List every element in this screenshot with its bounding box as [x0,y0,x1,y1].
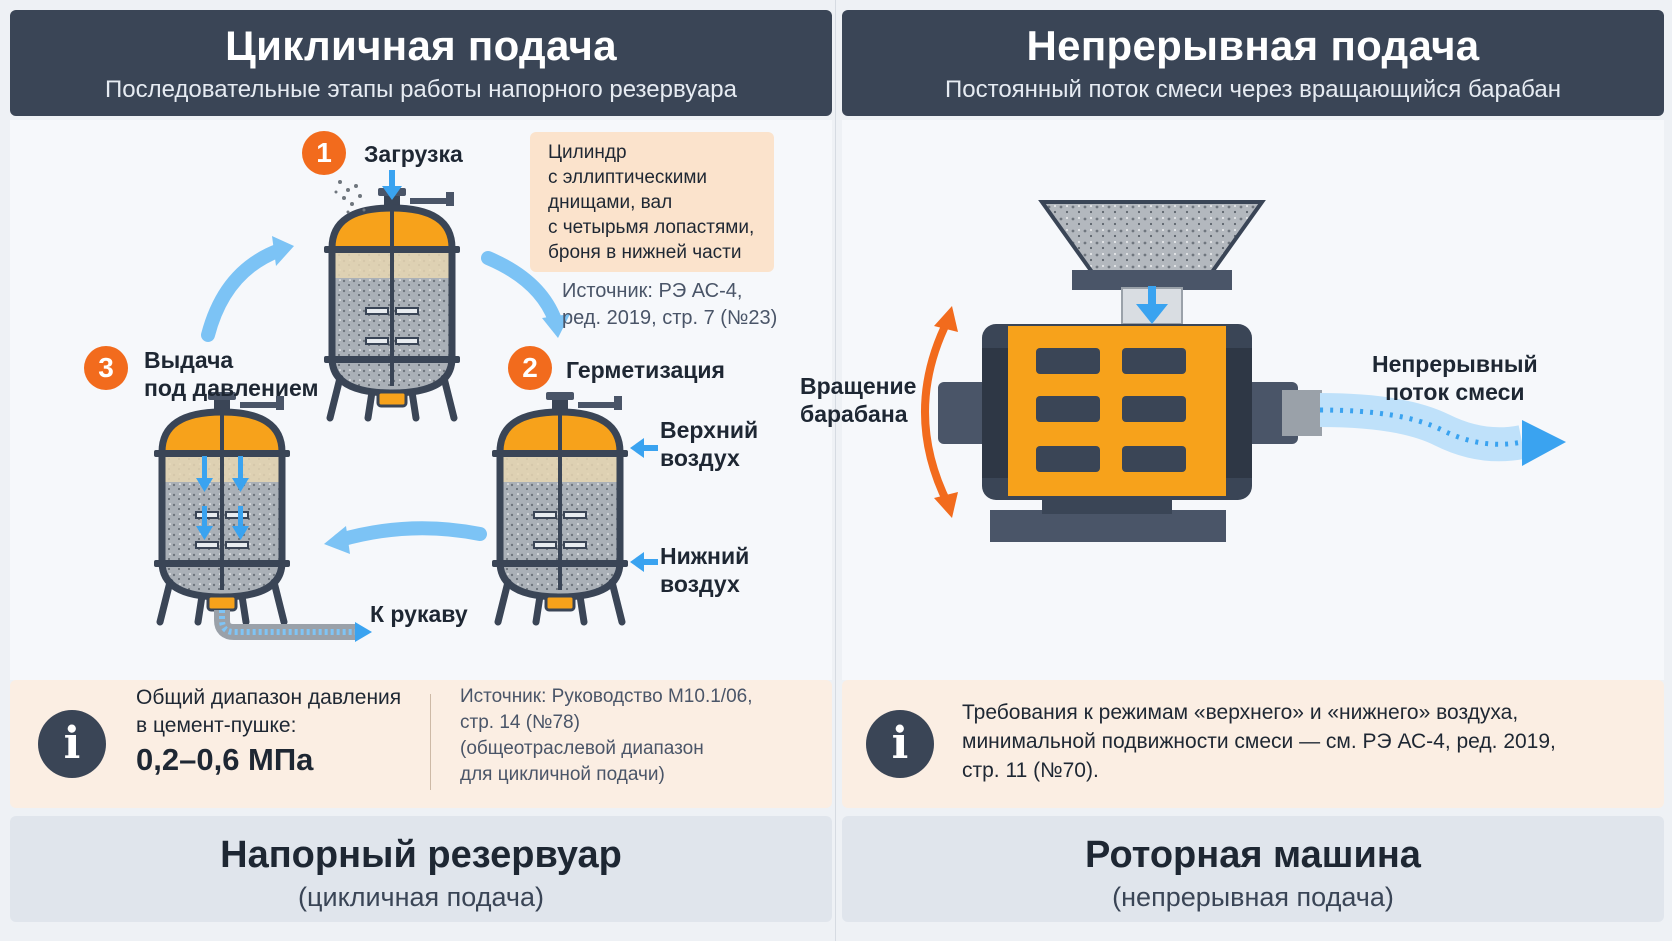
continuous-flow-label: Непрерывный поток смеси [1372,350,1538,406]
rotor-machine-graphics [921,200,1566,542]
continuous-flow-line2: поток смеси [1385,379,1525,405]
air-mode-line2: минимальной подвижности смеси — см. РЭ А… [962,730,1556,753]
continuous-feed-panel: Непрерывная подача Постоянный поток смес… [800,10,1664,922]
step-3-label-line2: под давлением [144,375,319,401]
lower-air-label: Нижний воздух [660,542,749,598]
cyclic-footer: Напорный резервуар (цикличная подача) [10,816,832,922]
air-mode-info-text: Требования к режимам «верхнего» и «нижне… [962,698,1556,785]
pressure-info-text: Общий диапазон давления в цемент-пушке: … [136,684,401,780]
note-line-3: днищами, вал [548,192,673,213]
info-separator [430,694,431,790]
continuous-footer: Роторная машина (непрерывная подача) [842,816,1664,922]
step-2-number: 2 [522,352,538,383]
pressure-info-box: i Общий диапазон давления в цемент-пушке… [10,680,832,808]
cyclic-title: Цикличная подача [225,22,617,69]
note-line-1: Цилиндр [548,142,627,163]
pressure-line2: в цемент-пушке: [136,714,297,737]
cyclic-footer-subtitle: (цикличная подача) [298,882,544,912]
source-1: Источник: РЭ АС-4, ред. 2019, стр. 7 (№2… [562,278,777,332]
continuous-footer-title: Роторная машина [1085,834,1421,876]
air-mode-info-box: i Требования к режимам «верхнего» и «ниж… [842,680,1664,808]
source-1-line1: Источник: РЭ АС-4, [562,280,743,302]
step-1-label: Загрузка [364,141,463,167]
pressure-source-line4: для цикличной подачи) [460,764,665,785]
continuous-subtitle: Постоянный поток смеси через вращающийся… [945,76,1561,103]
continuous-flow-line1: Непрерывный [1372,351,1538,377]
info-icon: i [38,710,106,778]
air-mode-line3: стр. 11 (№70). [962,759,1099,782]
pressure-line1: Общий диапазон давления [136,686,402,709]
drum-rotation-line1: Вращение [800,373,917,399]
tank-design-note: Цилиндр с эллиптическими днищами, вал с … [530,132,774,272]
pressure-value: 0,2–0,6 МПа [136,742,314,777]
upper-air-line1: Верхний [660,417,759,443]
step-3-label-line1: Выдача [144,347,234,373]
step-2-label: Герметизация [566,357,725,383]
cyclic-footer-title: Напорный резервуар [220,834,622,876]
cyclic-feed-panel: Цикличная подача Последовательные этапы … [10,10,832,922]
drum-rotation-line2: барабана [800,401,908,427]
continuous-header: Непрерывная подача Постоянный поток смес… [842,10,1664,116]
step-1-number: 1 [316,137,332,168]
to-hose-label: К рукаву [370,601,468,627]
upper-air-line2: воздух [660,445,740,471]
lower-air-line2: воздух [660,571,740,597]
step-3-label: Выдача под давлением [144,346,319,402]
cyclic-subtitle: Последовательные этапы работы напорного … [105,76,737,103]
pressure-source-line1: Источник: Руководство М10.1/06, [460,686,753,707]
info-icon-right: i [866,710,934,778]
note-line-2: с эллиптическими [548,167,708,188]
source-1-line2: ред. 2019, стр. 7 (№23) [562,307,778,329]
continuous-diagram: Вращение барабана Непрерывный поток смес… [800,120,1664,680]
continuous-title: Непрерывная подача [1026,22,1480,69]
continuous-footer-subtitle: (непрерывная подача) [1112,882,1394,912]
cyclic-diagram-graphics [84,131,658,642]
upper-air-label: Верхний воздух [660,416,758,472]
pressure-source-line2: стр. 14 (№78) [460,712,580,733]
panel-divider [835,0,836,941]
pressure-source: Источник: Руководство М10.1/06, стр. 14 … [460,684,752,788]
cyclic-diagram: 1 Загрузка 2 Герметизация 3 Выдача под д… [10,120,832,680]
step-3-number: 3 [98,352,114,383]
note-line-4: с четырьмя лопастями, [548,217,755,238]
drum-rotation-label: Вращение барабана [800,372,916,428]
lower-air-line1: Нижний [660,543,750,569]
tank-design-note-text: Цилиндр с эллиптическими днищами, вал с … [548,140,774,265]
pressure-source-line3: (общеотраслевой диапазон [460,738,704,759]
note-line-5: броня в нижней части [548,242,742,263]
cyclic-header: Цикличная подача Последовательные этапы … [10,10,832,116]
air-mode-line1: Требования к режимам «верхнего» и «нижне… [962,701,1519,724]
